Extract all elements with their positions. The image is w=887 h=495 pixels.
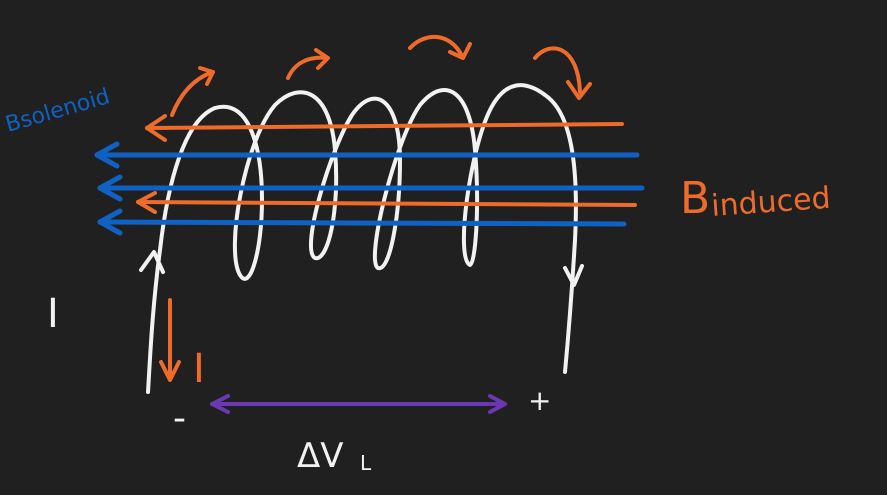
induced-arrowhead-2-icon (136, 191, 157, 214)
voltage-label: ΔV (297, 436, 344, 476)
induced-arrowhead-1-icon (145, 114, 167, 142)
curl-arrow-1-icon (170, 66, 215, 117)
induced-current-arrow (159, 298, 181, 382)
induced-field-lines (136, 114, 637, 214)
induced-line-2 (136, 200, 637, 207)
induced-curl-arrows (170, 34, 592, 117)
voltage-arrow (210, 394, 507, 414)
b-induced-letter: B (680, 173, 710, 224)
current-arrow-up-icon (139, 250, 165, 274)
solenoid-coil (146, 83, 578, 394)
curl-arrow-4-icon (533, 46, 592, 100)
minus-terminal-label: - (173, 398, 186, 439)
curl-arrow-2-icon (286, 48, 330, 80)
curl-arrow-3-icon (408, 34, 472, 60)
b-solenoid-label: Bsolenoid (3, 84, 113, 138)
current-arrow-down-icon (563, 264, 584, 287)
field-line-3 (97, 219, 627, 227)
field-arrowhead-3-icon (97, 208, 123, 236)
b-induced-subscript: induced (710, 181, 832, 224)
voltage-subscript: L (360, 451, 372, 475)
field-arrowhead-2-icon (97, 174, 123, 202)
induced-line-1 (145, 122, 624, 130)
plus-terminal-label: + (528, 384, 551, 417)
field-arrowhead-1-icon (94, 141, 120, 169)
current-label: I (47, 291, 59, 337)
solenoid-field-lines (94, 141, 645, 236)
induced-current-label: I (193, 346, 205, 392)
